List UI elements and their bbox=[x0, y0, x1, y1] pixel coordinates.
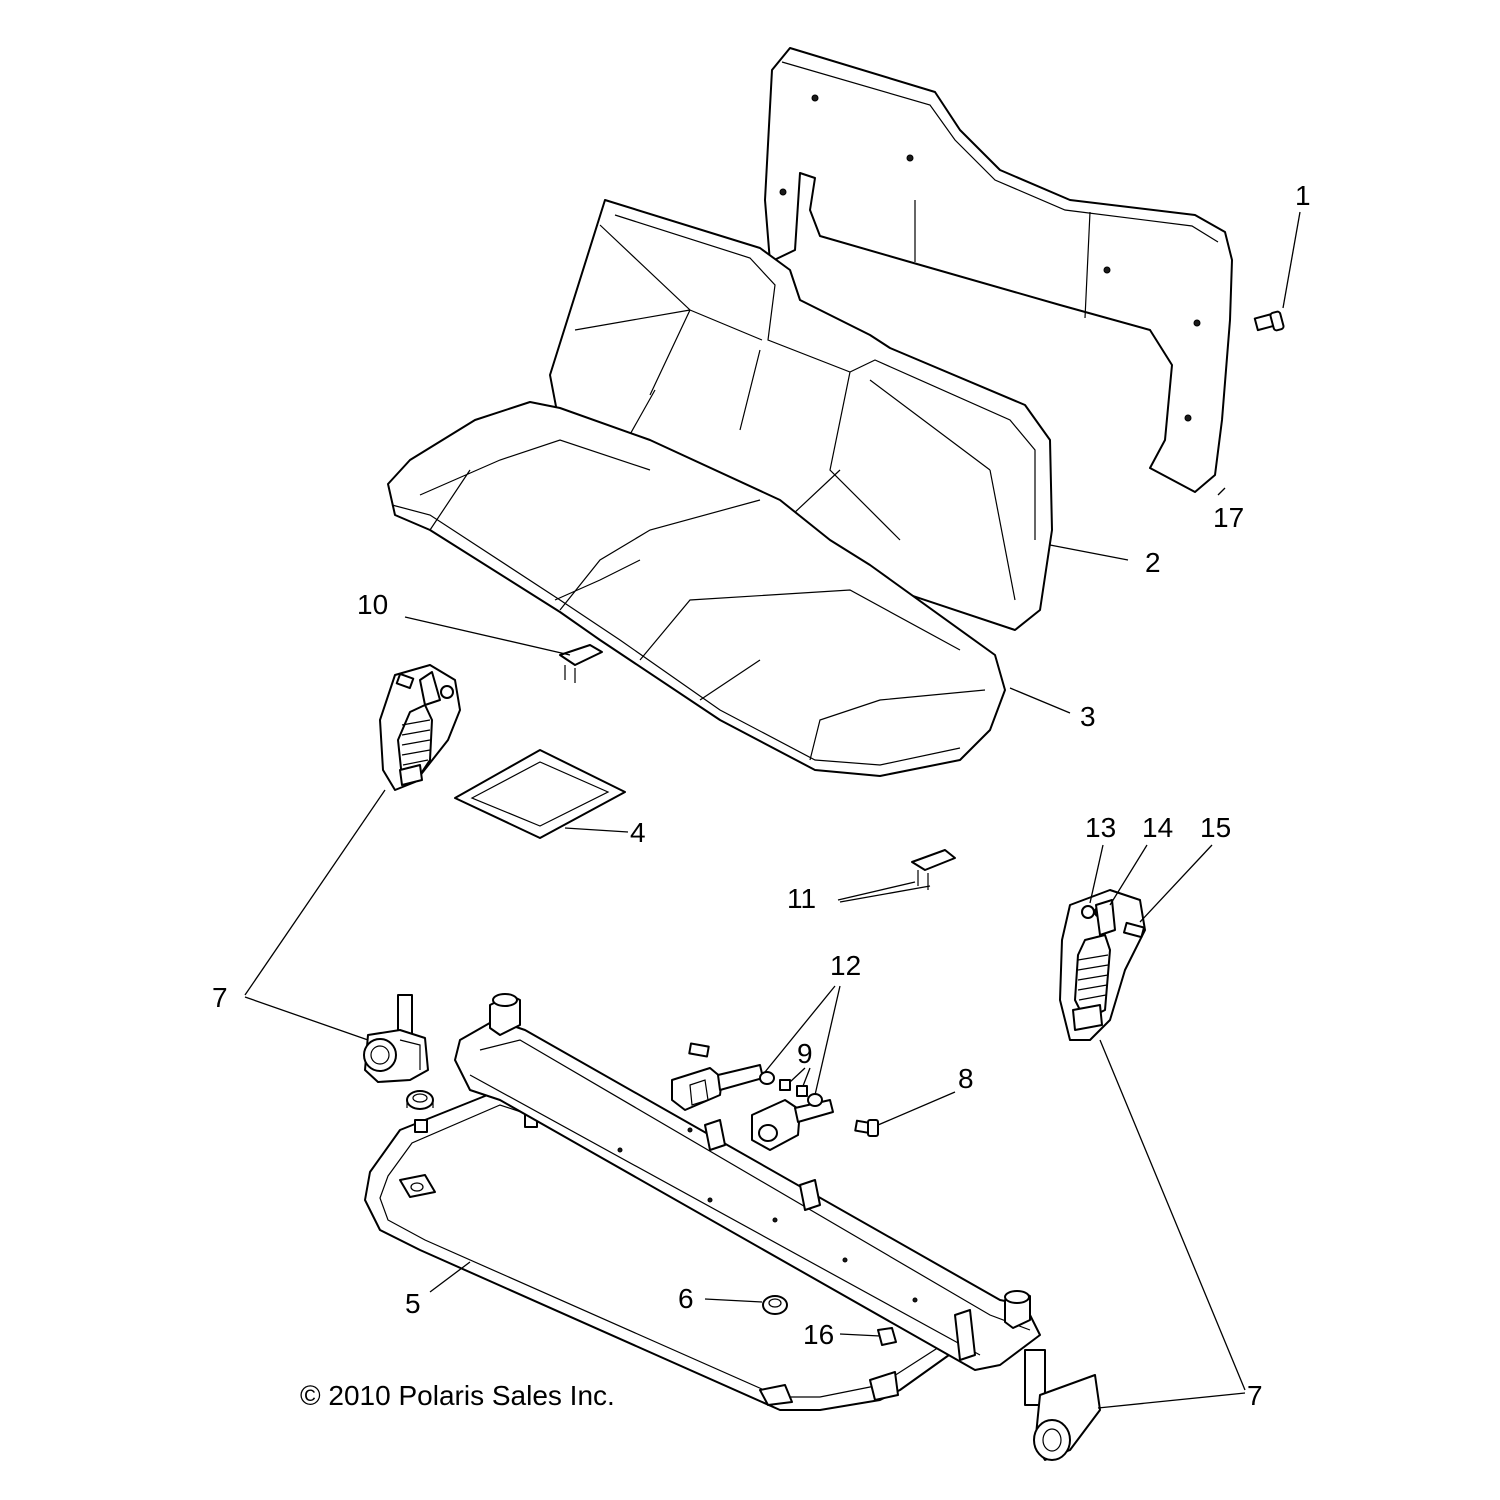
latch-plate-11 bbox=[911, 849, 956, 890]
nut-left bbox=[406, 1090, 434, 1110]
callout-10: 10 bbox=[357, 589, 388, 620]
left-seat-belt-retractor-detail bbox=[379, 664, 461, 791]
callout-labels: 1 17 2 3 10 4 11 13 14 15 12 9 8 7 7 5 6… bbox=[212, 180, 1311, 1411]
right-seat-belt-retractor-detail bbox=[1059, 889, 1146, 1041]
latch-plate-10 bbox=[559, 644, 603, 683]
callout-14: 14 bbox=[1142, 812, 1173, 843]
callout-9: 9 bbox=[797, 1038, 813, 1069]
seat-belt-buckle-right bbox=[751, 1099, 834, 1151]
nut-16 bbox=[877, 1327, 897, 1346]
seat-belt-buckle-left bbox=[671, 1042, 764, 1111]
seat-base-crossbar bbox=[454, 993, 1041, 1371]
callout-11: 11 bbox=[787, 883, 816, 914]
callout-1: 1 bbox=[1295, 180, 1311, 211]
seat-back-panel bbox=[764, 47, 1233, 493]
bolt-8 bbox=[854, 1119, 879, 1137]
callout-5: 5 bbox=[405, 1288, 421, 1319]
callout-3: 3 bbox=[1080, 701, 1096, 732]
seat-belt-retractor-left bbox=[363, 994, 429, 1083]
callout-13: 13 bbox=[1085, 812, 1116, 843]
callout-17: 17 bbox=[1213, 502, 1244, 533]
callout-4: 4 bbox=[630, 817, 646, 848]
nut-6 bbox=[762, 1295, 788, 1315]
seat-bottom-cushion bbox=[387, 401, 1006, 777]
callout-15: 15 bbox=[1200, 812, 1231, 843]
leader-lines bbox=[244, 211, 1301, 1409]
copyright-notice: © 2010 Polaris Sales Inc. bbox=[300, 1380, 615, 1411]
callout-16: 16 bbox=[803, 1319, 834, 1350]
screw-1 bbox=[1253, 310, 1285, 332]
seat-belt-retractor-right bbox=[1024, 1349, 1101, 1461]
callout-7-left: 7 bbox=[212, 982, 228, 1013]
callout-7-right: 7 bbox=[1247, 1380, 1263, 1411]
callout-2: 2 bbox=[1145, 547, 1161, 578]
callout-6: 6 bbox=[678, 1283, 694, 1314]
callout-12: 12 bbox=[830, 950, 861, 981]
decal-4 bbox=[454, 749, 626, 839]
washers-and-nuts-9 bbox=[759, 1071, 823, 1107]
callout-8: 8 bbox=[958, 1063, 974, 1094]
